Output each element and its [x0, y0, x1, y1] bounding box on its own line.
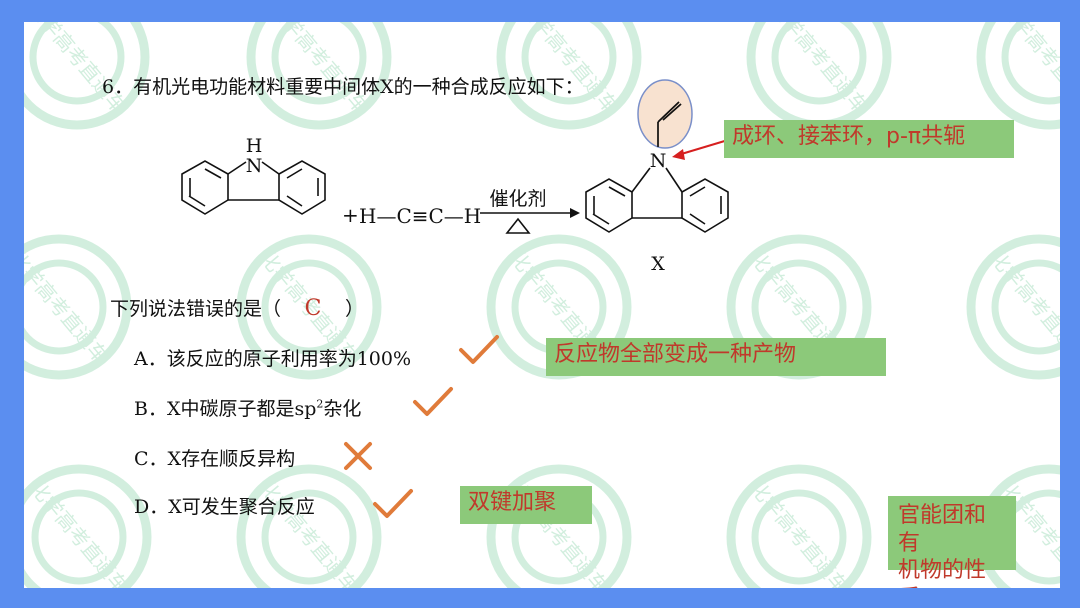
- option-d: D．X可发生聚合反应: [134, 496, 315, 518]
- option-d-note: 双键加聚: [460, 486, 592, 524]
- option-b: B．X中碳原子都是sp2杂化: [134, 397, 362, 420]
- watermark-stamp: 化学高考直通车: [974, 22, 1060, 132]
- product-n-label: N: [650, 150, 667, 172]
- watermark-stamp: 化学高考直通车: [24, 462, 154, 588]
- watermark-stamp: 化学高考直通车: [964, 232, 1060, 382]
- watermark-stamp: 化学高考直通车: [494, 22, 644, 132]
- watermark-stamp: 化学高考直通车: [244, 22, 394, 132]
- watermark-stamp: 化学高考直通车: [484, 462, 634, 588]
- heat-triangle: [505, 217, 531, 234]
- prompt-line: 下列说法错误的是（ C ）: [110, 294, 364, 321]
- option-a-note: 反应物全部变成一种产物: [546, 338, 886, 376]
- question-stem: 6．有机光电功能材料重要中间体X的一种合成反应如下：: [102, 76, 584, 98]
- reaction-arrowhead: [570, 208, 580, 218]
- vinyl-highlight-ellipse: [637, 79, 693, 149]
- cross-icon: [344, 442, 372, 470]
- watermark-stamp: 化学高考直通车: [234, 232, 384, 382]
- watermark-stamp: 化学高考直通车: [234, 462, 384, 588]
- check-icon: [413, 387, 453, 416]
- slide: 化学高考直通车化学高考直通车化学高考直通车化学高考直通车化学高考直通车化学高考直…: [24, 22, 1060, 588]
- reactant-carbazole: [181, 160, 326, 215]
- answer-letter: C: [304, 296, 322, 321]
- check-icon: [459, 335, 499, 364]
- prompt-left: 下列说法错误的是（: [110, 298, 282, 320]
- annotation-arrowhead: [672, 149, 685, 160]
- reactant-h-label: H: [246, 135, 263, 157]
- option-a: A．该反应的原子利用率为100%: [134, 348, 412, 370]
- watermark-stamp: 化学高考直通车: [724, 462, 874, 588]
- product-x-label: X: [651, 253, 665, 275]
- acetylene-formula: H—C≡C—H: [359, 204, 481, 228]
- watermark-stamp: 化学高考直通车: [24, 232, 134, 382]
- watermark-stamp: 化学高考直通车: [24, 22, 152, 132]
- plus-sign: +: [342, 203, 359, 227]
- reaction-scheme: H N + H—C≡C—H 催化剂 N X: [181, 79, 729, 275]
- annotation-arrow-line: [677, 139, 729, 156]
- option-c: C．X存在顺反异构: [134, 448, 296, 470]
- reactant-n-label: N: [246, 155, 263, 177]
- catalyst-label: 催化剂: [489, 188, 546, 210]
- conjugation-note: 成环、接苯环，p-π共轭: [724, 120, 1014, 158]
- topic-box: 官能团和有 机物的性质: [888, 496, 1016, 588]
- prompt-right: ）: [345, 298, 365, 320]
- check-icon: [373, 489, 413, 518]
